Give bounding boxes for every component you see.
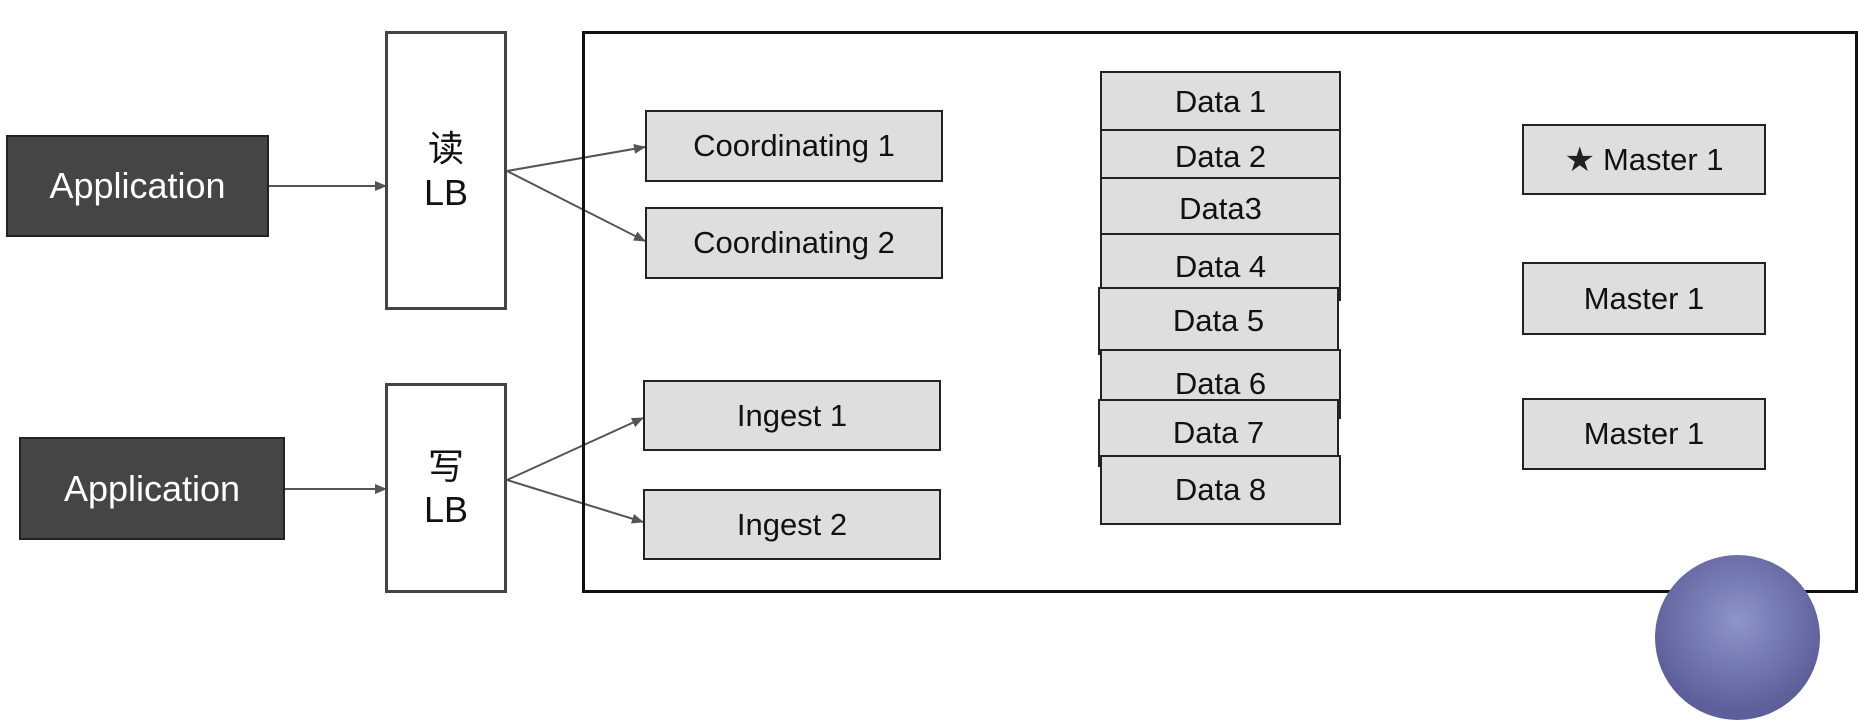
ingest-node-1: Ingest 1	[643, 380, 941, 451]
cluster-boundary	[582, 31, 1858, 593]
data-label: Data 2	[1174, 139, 1267, 174]
data-label: Data3	[1179, 191, 1262, 226]
ingest-label: Ingest 1	[736, 397, 848, 433]
coordinating-label: Coordinating 2	[693, 225, 895, 260]
master-node-1: ★ Master 1	[1522, 124, 1766, 195]
read-load-balancer: 读 LB	[385, 31, 507, 310]
data-label: Data 6	[1174, 366, 1267, 401]
master-node-2: Master 1	[1522, 262, 1766, 335]
data-node-3: Data3	[1100, 177, 1341, 241]
data-node-5: Data 5	[1098, 287, 1339, 355]
data-label: Data 5	[1172, 303, 1265, 338]
cluster-architecture-diagram: Application Application 读 LB 写 LB Coordi…	[6, 31, 1858, 720]
application-box-2: Application	[19, 437, 285, 540]
application-label: Application	[63, 467, 241, 509]
lb-name: 写	[427, 445, 464, 487]
data-label: Data 7	[1172, 415, 1265, 450]
application-label: Application	[49, 165, 226, 206]
star-icon: ★	[1564, 140, 1595, 179]
data-node-8: Data 8	[1100, 455, 1341, 525]
ingest-label: Ingest 2	[736, 506, 848, 542]
data-label: Data 8	[1174, 472, 1267, 507]
write-load-balancer: 写 LB	[385, 383, 507, 593]
lb-label: LB	[423, 171, 469, 213]
arrow-write-lb-to-ingest1	[506, 417, 644, 481]
master-label: Master 1	[1602, 141, 1724, 177]
master-label: Master 1	[1583, 416, 1705, 451]
data-label: Data 1	[1174, 84, 1267, 119]
ingest-node-2: Ingest 2	[643, 489, 941, 560]
lb-label: LB	[423, 489, 469, 530]
arrow-read-lb-to-coord2	[506, 170, 646, 242]
presenter-avatar	[1655, 555, 1820, 720]
application-box-1: Application	[6, 135, 269, 237]
coordinating-label: Coordinating 1	[693, 128, 895, 163]
coordinating-node-2: Coordinating 2	[645, 207, 943, 279]
master-node-3: Master 1	[1522, 398, 1766, 470]
arrow-read-lb-to-coord1	[506, 143, 646, 172]
master-label: Master 1	[1583, 280, 1705, 316]
connector-layer	[268, 143, 646, 524]
data-node-1: Data 1	[1100, 71, 1341, 133]
data-label: Data 4	[1174, 249, 1267, 284]
coordinating-node-1: Coordinating 1	[645, 110, 943, 182]
lb-name: 读	[427, 128, 464, 170]
arrow-write-lb-to-ingest2	[506, 479, 644, 524]
